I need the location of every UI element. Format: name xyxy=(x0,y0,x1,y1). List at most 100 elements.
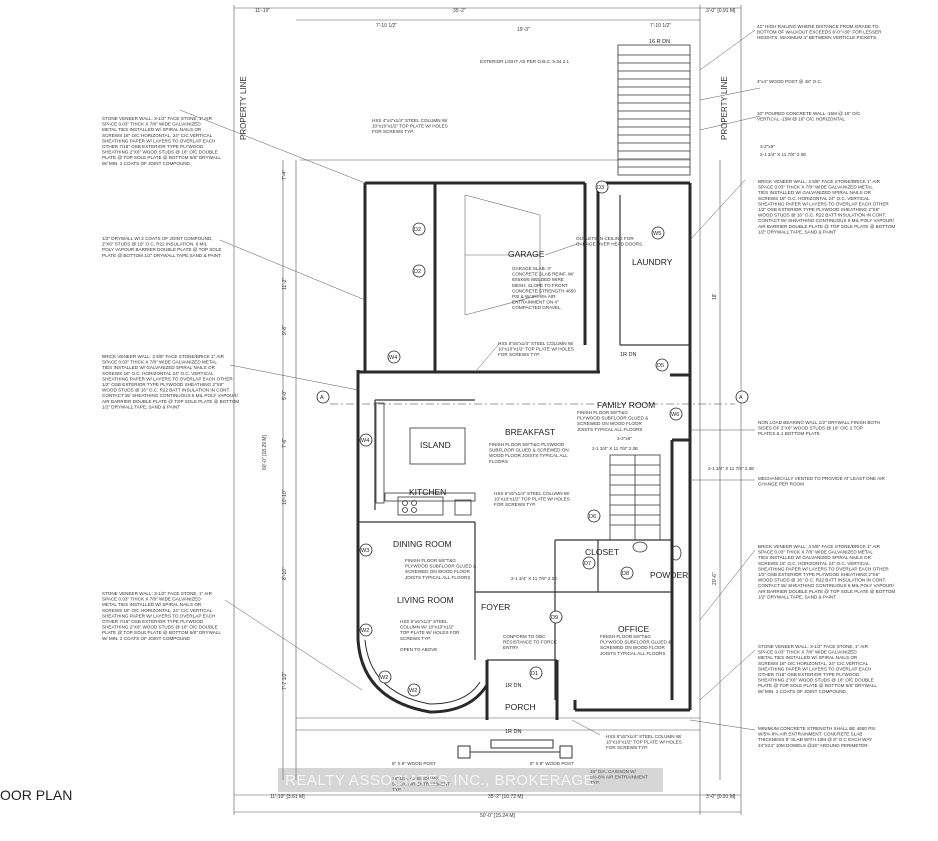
dim-bottom-left: 11'-10" [3.61 M] xyxy=(270,794,305,800)
powder-fixtures xyxy=(632,541,682,561)
dim-top-right: 3'-0" [0.91 M] xyxy=(706,8,736,14)
tag-w2-a: W2 xyxy=(361,628,369,634)
dim-inner-right: 7'-10 1/2" xyxy=(650,23,671,29)
dim-inner-center: 19'-3" xyxy=(517,27,530,33)
note-stone-veneer-2: STONE VENEER WALL: 3-1/2" FACE STONE, 1"… xyxy=(758,644,877,694)
drawing-title: OOR PLAN xyxy=(0,787,72,803)
tag-w5: W5 xyxy=(653,231,661,237)
dim-left-8: 7'-7 1/2" xyxy=(282,671,288,690)
step-down-porch-outer: 1R DN xyxy=(505,729,522,735)
room-island: ISLAND xyxy=(420,440,451,450)
dim-left-2: 11'-2" xyxy=(282,277,288,290)
note-lintel-4: 3-2"x8" xyxy=(617,436,632,441)
leader-lines xyxy=(179,29,761,736)
note-wood-post-porch: 8" X 8" WOOD POST xyxy=(392,761,436,766)
note-hss-5: HSS 5"x5"x1/4" STEEL COLUMN W/10"x10"x1/… xyxy=(606,734,682,750)
stairs-down: 16 R DN xyxy=(649,39,670,45)
room-family: FAMILY ROOM xyxy=(597,400,655,410)
note-wood-post: 4"x4" WOOD POST @ 48" O.C. xyxy=(757,79,822,84)
note-caisson: 18" DIA. CAISSON W/5%-8% AIR ENTRAINMENT… xyxy=(392,776,450,792)
note-drywall: 1/2" DRYWALL W/ 2 COATS OF JOINT COMPOUN… xyxy=(102,236,221,258)
tag-d3: D3 xyxy=(597,185,604,191)
note-caisson-2: 18" DIA. CAISSON W/5%-8% AIR ENTRAINMENT… xyxy=(590,769,648,785)
room-dining: DINING ROOM xyxy=(393,539,452,549)
tag-d2-b: D2 xyxy=(414,269,421,275)
note-hss-2: HSS 5"x5"x1/4" STEEL COLUMN W/10"x10"x1/… xyxy=(498,341,574,357)
dim-inner-left: 7'-10 1/2" xyxy=(376,23,397,29)
note-brick-veneer-right: BRICK VENEER WALL: 3 5/8" FACE STONE/BRI… xyxy=(758,544,895,599)
porch-posts xyxy=(457,739,573,759)
tag-d8: D8 xyxy=(622,571,629,577)
tag-w4-a: W4 xyxy=(389,355,397,361)
watermark: REALTY ASSOCIATES INC., BROKERAGE xyxy=(285,772,594,789)
dim-left-total: 60'-0" [18.29 M] xyxy=(262,434,268,470)
tag-circles xyxy=(316,180,749,697)
dim-right-2: 20'-6" xyxy=(712,572,718,585)
tag-d2-a: D2 xyxy=(414,227,421,233)
property-line-right: PROPERTY LINE xyxy=(720,76,729,140)
note-lintel-1: 3-2"x8" xyxy=(760,144,775,149)
note-open-above: OPEN TO ABOVE xyxy=(400,647,437,652)
dim-left-1: 7'-4" xyxy=(282,170,288,180)
dim-right-1: 18' xyxy=(712,293,718,300)
tag-d6: D6 xyxy=(589,514,596,520)
dim-left-7: 8'-10" xyxy=(282,567,288,580)
room-kitchen: KITCHEN xyxy=(409,487,446,497)
note-lintel-3: 2-1 3/4" X 11 7/8" 2.0E xyxy=(708,466,754,471)
tag-d1: D1 xyxy=(531,671,538,677)
tag-w2-b: W2 xyxy=(380,675,388,681)
note-garage-slab: GARAGE SLAB: 3"CONCRETE SLAB REINF. W/6X… xyxy=(512,266,576,310)
tag-w3: W3 xyxy=(361,548,369,554)
dim-top-center: 35'-2" xyxy=(453,8,466,14)
dimension-frame xyxy=(233,5,742,815)
section-tag-right: A xyxy=(739,395,743,401)
room-powder: POWDER xyxy=(650,570,688,580)
note-concrete-strength: MINIMUM CONCRETE STRENGTH SHALL BE 4650 … xyxy=(758,726,876,748)
room-closet: CLOSET xyxy=(585,547,619,557)
tag-w4-b: W4 xyxy=(361,438,369,444)
note-brick-veneer-left: BRICK VENEER WALL: 3 5/8" FACE STONE/BRI… xyxy=(102,354,239,409)
tag-d5: D5 xyxy=(657,363,664,369)
note-wood-post-porch-2: 8" X 8" WOOD POST xyxy=(530,761,574,766)
dim-left-4: 5'-0" xyxy=(282,390,288,400)
note-brick-veneer-right: BRICK VENEER WALL: 3 5/8" FACE STONE/BRI… xyxy=(758,179,895,234)
exterior-stairs xyxy=(617,44,691,176)
exterior-walls xyxy=(356,181,692,720)
note-stone-veneer-1: STONE VENEER WALL: 3-1/2" FACE STONE, 1"… xyxy=(102,116,221,166)
dim-left-3: 9'-6" xyxy=(282,325,288,335)
note-lintel-6: 2-1 3/4" X 11 7/8" 2.0E xyxy=(511,576,557,581)
room-office: OFFICE xyxy=(618,624,649,634)
interior-stairs xyxy=(609,454,661,541)
step-down-laundry: 1R DN xyxy=(620,352,637,358)
note-hss-1: HSS 4"x4"x1/4" STEEL COLUMN W/10"x10"x1/… xyxy=(372,118,448,134)
dim-left-5: 7'-6" xyxy=(282,438,288,448)
room-foyer: FOYER xyxy=(481,602,510,612)
note-hss-3: HSS 5"x5"x1/4" STEEL COLUMN W/10"x10"x1/… xyxy=(494,491,570,507)
note-lintel-2: 2-1 3/4" X 11 7/8" 2.0E xyxy=(760,152,806,157)
room-porch: PORCH xyxy=(505,702,536,712)
note-exterior-light: EXTERIOR LIGHT AS PER O.B.C. 9.34.2.1 xyxy=(480,59,569,64)
dim-bottom-right: 3'-0" [0.91 M] xyxy=(706,794,736,800)
room-garage: GARAGE xyxy=(508,249,545,259)
property-line-left: PROPERTY LINE xyxy=(239,76,248,140)
note-railing: 42" HIGH RAILING WHERE DISTANCE FROM GRA… xyxy=(757,24,882,40)
bay-window-wall xyxy=(356,639,489,714)
tag-d7: D7 xyxy=(584,561,591,567)
room-laundry: LAUNDRY xyxy=(632,257,673,267)
dim-bottom-center: 35'-2" [10.72 M] xyxy=(488,794,524,800)
tag-d9: D9 xyxy=(551,615,558,621)
garage-slope-lines xyxy=(464,194,541,316)
note-stone-veneer-2: STONE VENEER WALL: 3-1/2" FACE STONE, 1"… xyxy=(102,591,221,641)
room-breakfast: BREAKFAST xyxy=(505,427,555,437)
note-mech-vent: MECHANICALLY VENTED TO PROVIDE AT LEAST … xyxy=(758,476,885,487)
tag-w6: W6 xyxy=(671,412,679,418)
dim-left-6: 10'-10" xyxy=(282,489,288,505)
